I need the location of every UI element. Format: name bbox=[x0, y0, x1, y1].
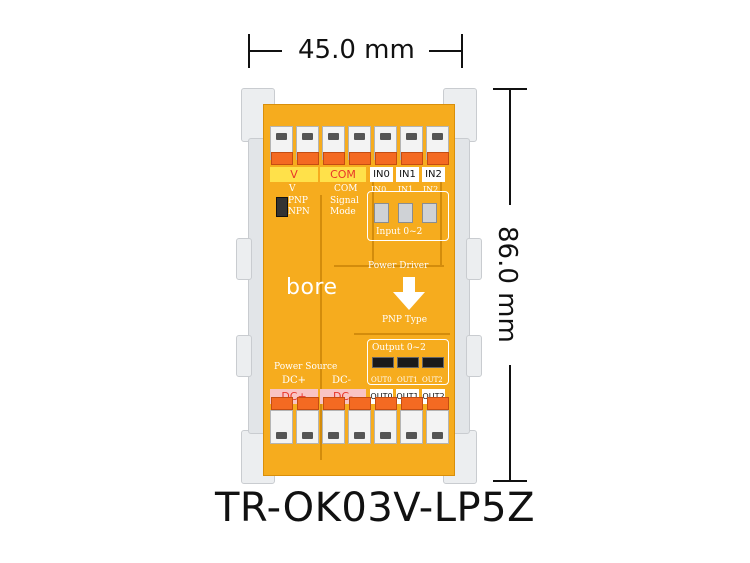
brand-logo: bore bbox=[286, 275, 338, 300]
output-chip-1 bbox=[397, 357, 419, 368]
top-sub-in2: IN2 bbox=[423, 185, 439, 194]
wire-slot bbox=[380, 432, 391, 439]
bottom-terminal[interactable] bbox=[322, 410, 345, 444]
input-group-label: Input 0~2 bbox=[376, 227, 423, 237]
bottom-sub-out2: OUT2 bbox=[422, 376, 443, 384]
bottom-sub-out1: OUT1 bbox=[397, 376, 418, 384]
output-group-label: Output 0~2 bbox=[372, 343, 426, 353]
bottom-terminal[interactable] bbox=[374, 410, 397, 444]
power-driver-label: Power Driver bbox=[368, 261, 429, 271]
bottom-terminal-lever[interactable] bbox=[348, 397, 371, 410]
wire-slot bbox=[354, 432, 365, 439]
input-group-outline bbox=[367, 191, 449, 241]
top-label-in1: IN1 bbox=[396, 167, 419, 182]
width-dimension bbox=[248, 30, 463, 70]
bottom-terminal[interactable] bbox=[270, 410, 293, 444]
output-group-outline bbox=[367, 339, 449, 385]
clip-right-lower bbox=[466, 335, 482, 377]
npn-label: NPN bbox=[288, 207, 310, 217]
bottom-terminal[interactable] bbox=[400, 410, 423, 444]
top-terminal-lever[interactable] bbox=[296, 152, 319, 165]
bottom-terminal[interactable] bbox=[426, 410, 449, 444]
width-label: 45.0 mm bbox=[298, 35, 415, 65]
top-terminal-lever[interactable] bbox=[322, 152, 345, 165]
wire-slot bbox=[432, 133, 443, 140]
pnp-label: PNP bbox=[288, 196, 308, 206]
model-name: TR-OK03V-LP5Z bbox=[215, 485, 535, 531]
wire-slot bbox=[406, 432, 417, 439]
power-source-label: Power Source bbox=[274, 362, 338, 372]
top-label-v: V bbox=[270, 167, 318, 182]
top-sub-in0: IN0 bbox=[371, 185, 387, 194]
input-led-0 bbox=[374, 203, 389, 223]
pnp-type-label: PNP Type bbox=[382, 315, 428, 325]
bottom-terminal-lever[interactable] bbox=[374, 397, 397, 410]
output-chip-0 bbox=[372, 357, 394, 368]
top-terminal[interactable] bbox=[270, 126, 293, 160]
output-chip-2 bbox=[422, 357, 444, 368]
input-led-1 bbox=[398, 203, 413, 223]
bottom-sub-dcminus: DC- bbox=[332, 375, 352, 386]
wire-slot bbox=[406, 133, 417, 140]
top-terminal-lever[interactable] bbox=[374, 152, 397, 165]
wire-slot bbox=[354, 133, 365, 140]
top-terminal-lever[interactable] bbox=[400, 152, 423, 165]
top-sub-in1: IN1 bbox=[398, 185, 414, 194]
mode-jumper bbox=[276, 197, 288, 217]
top-terminal-lever[interactable] bbox=[270, 152, 293, 165]
clip-right-upper bbox=[466, 238, 482, 280]
bottom-sub-out0: OUT0 bbox=[371, 376, 392, 384]
bottom-terminal-lever[interactable] bbox=[426, 397, 449, 410]
wire-slot bbox=[276, 432, 287, 439]
top-sub-v: V bbox=[289, 184, 296, 194]
wire-slot bbox=[380, 133, 391, 140]
top-sub-com: COM bbox=[334, 184, 358, 194]
top-terminal[interactable] bbox=[348, 126, 371, 160]
clip-left-lower bbox=[236, 335, 252, 377]
top-terminal-lever[interactable] bbox=[348, 152, 371, 165]
bottom-terminal-lever[interactable] bbox=[270, 397, 293, 410]
input-led-2 bbox=[422, 203, 437, 223]
wire-slot bbox=[302, 432, 313, 439]
top-label-in2: IN2 bbox=[422, 167, 445, 182]
wire-slot bbox=[328, 133, 339, 140]
bottom-sub-dcplus: DC+ bbox=[282, 375, 307, 386]
bottom-terminal[interactable] bbox=[296, 410, 319, 444]
top-label-in0: IN0 bbox=[370, 167, 393, 182]
bottom-terminal[interactable] bbox=[348, 410, 371, 444]
clip-left-upper bbox=[236, 238, 252, 280]
wire-slot bbox=[302, 133, 313, 140]
wire-slot bbox=[328, 432, 339, 439]
top-terminal-lever[interactable] bbox=[426, 152, 449, 165]
signal-mode-label: Signal Mode bbox=[330, 196, 359, 217]
wire-slot bbox=[432, 432, 443, 439]
wire-slot bbox=[276, 133, 287, 140]
bottom-terminal-lever[interactable] bbox=[322, 397, 345, 410]
bottom-terminal-lever[interactable] bbox=[400, 397, 423, 410]
bottom-terminal-lever[interactable] bbox=[296, 397, 319, 410]
height-label: 86.0 mm bbox=[492, 226, 522, 343]
top-label-com: COM bbox=[320, 167, 366, 182]
height-dimension bbox=[490, 88, 530, 483]
pcb-board: bore V COM IN0 IN1 IN2 V COM IN0 IN1 IN2… bbox=[263, 104, 455, 476]
arrow-down-icon bbox=[393, 277, 425, 310]
